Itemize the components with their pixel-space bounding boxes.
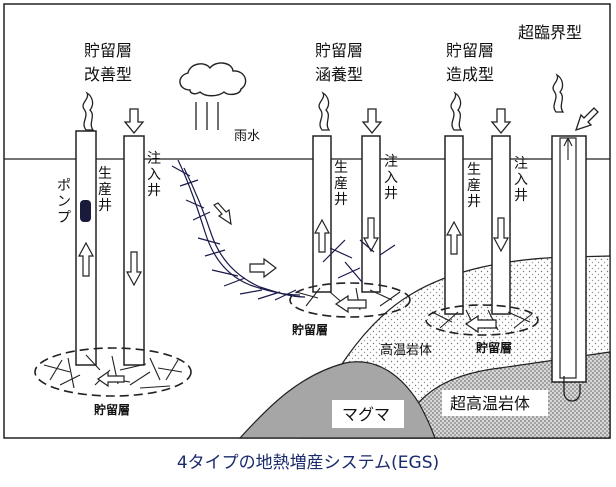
- reservoir-label-kaizen: 貯留層: [94, 402, 130, 417]
- svg-text:入: 入: [514, 172, 528, 188]
- down-arrow-icon: [123, 108, 145, 135]
- production-well-kanyou: [312, 135, 332, 293]
- steam-plume-icon: [318, 91, 331, 131]
- production-label-kanyou: 生 産 井: [334, 160, 348, 208]
- svg-text:井: 井: [147, 183, 161, 199]
- injection-label-kanyou: 注 入 井: [384, 154, 398, 202]
- svg-text:入: 入: [147, 167, 161, 183]
- down-arrow-icon: [361, 108, 383, 135]
- super-hot-rock-label-bg: [442, 390, 548, 416]
- super-hot-rock-label: 超高温岩体: [450, 394, 530, 413]
- steam-plume-icon: [450, 91, 463, 131]
- down-right-arrow-icon: [213, 202, 232, 226]
- up-arrow-icon: [313, 218, 331, 253]
- svg-text:産: 産: [467, 178, 481, 194]
- svg-text:井: 井: [467, 194, 481, 210]
- svg-text:注: 注: [147, 151, 161, 167]
- u-turn-icon: [563, 376, 581, 402]
- injection-well-kanyou: [361, 135, 381, 293]
- reservoir-label-zousei: 貯留層: [476, 340, 512, 355]
- hot-rock-label: 高温岩体: [380, 342, 432, 358]
- rain-label: 雨水: [234, 129, 260, 144]
- down-left-arrow-icon: [574, 107, 599, 132]
- type-chourinkai-title: 超臨界型: [518, 23, 582, 42]
- up-arrow-icon: [77, 241, 95, 277]
- svg-text:産: 産: [98, 182, 112, 198]
- svg-text:生: 生: [98, 166, 112, 182]
- svg-text:井: 井: [98, 198, 112, 214]
- down-arrow-icon: [490, 108, 512, 135]
- type-zousei-title-line2: 造成型: [446, 65, 494, 84]
- svg-text:井: 井: [384, 186, 398, 202]
- production-label-zousei: 生 産 井: [467, 162, 481, 210]
- type-kaizen-title-line1: 貯留層: [84, 41, 132, 60]
- cloud-icon: [179, 62, 247, 97]
- svg-text:産: 産: [334, 176, 348, 192]
- type-zousei-title-line1: 貯留層: [446, 41, 494, 60]
- down-arrow-icon: [362, 217, 380, 253]
- left-arrow-icon: [96, 370, 125, 388]
- diagram-caption: 4タイプの地熱増産システム(EGS): [177, 453, 439, 473]
- svg-text:注: 注: [514, 156, 528, 172]
- svg-text:井: 井: [514, 188, 528, 204]
- left-arrow-icon: [464, 314, 497, 334]
- pump-label: ポンプ: [57, 178, 71, 226]
- magma-label-bg: [332, 400, 404, 428]
- reservoir-ellipse-zousei: [425, 304, 539, 336]
- reservoir-ellipse-kanyou: [289, 282, 411, 318]
- injection-well-kaizen: [123, 135, 145, 366]
- svg-text:井: 井: [334, 192, 348, 208]
- type-kaizen-title-line2: 改善型: [84, 65, 132, 84]
- up-arrow-icon: [445, 220, 463, 255]
- reservoir-label-kanyou: 貯留層: [292, 322, 328, 337]
- supercritical-well-inner: [559, 137, 577, 379]
- svg-text:入: 入: [384, 170, 398, 186]
- injection-label-kaizen: 注 入 井: [147, 151, 161, 199]
- type-kanyou-title-line1: 貯留層: [315, 41, 363, 60]
- right-arrow-icon: [249, 257, 277, 279]
- reservoir-ellipse-kaizen: [34, 347, 192, 397]
- svg-text:生: 生: [334, 160, 348, 176]
- magma-label: マグマ: [342, 405, 390, 424]
- svg-text:注: 注: [384, 154, 398, 170]
- up-arrow-icon: [563, 137, 573, 160]
- pump-icon: [80, 200, 91, 222]
- rain-lines: [195, 102, 219, 130]
- down-arrow-icon: [125, 251, 143, 287]
- down-arrow-icon: [492, 217, 510, 253]
- steam-plume-icon: [552, 73, 565, 113]
- type-kanyou-title-line2: 涵養型: [315, 65, 363, 84]
- svg-text:生: 生: [467, 162, 481, 178]
- left-arrow-icon: [334, 294, 367, 314]
- infiltration-path: [171, 159, 396, 301]
- steam-plume-icon: [82, 91, 95, 131]
- injection-label-zousei: 注 入 井: [514, 156, 528, 204]
- production-label-kaizen: 生 産 井: [98, 166, 112, 214]
